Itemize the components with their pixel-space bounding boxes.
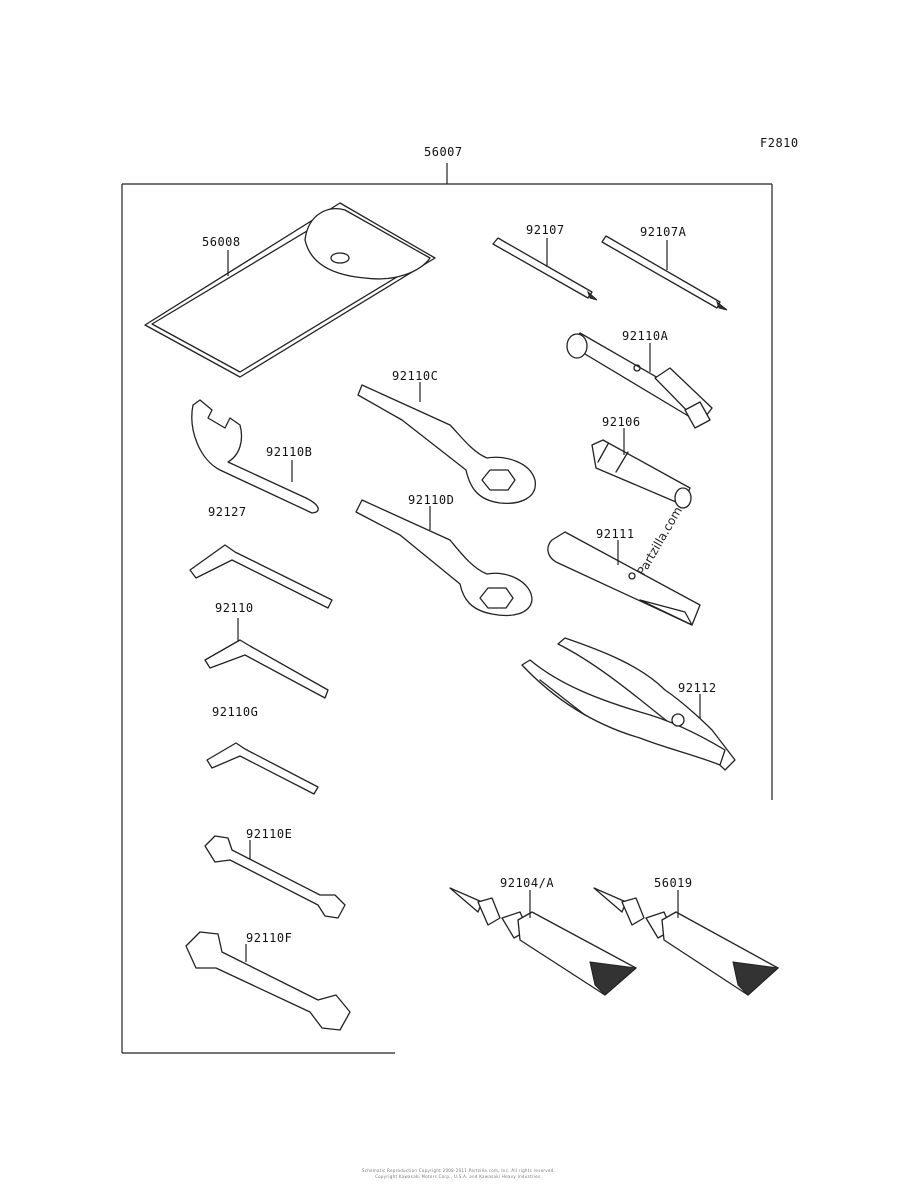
sealant-tube-56019 <box>593 887 780 996</box>
screwdriver-92107A <box>601 235 728 311</box>
part-label-56008: 56008 <box>202 235 241 249</box>
part-label-92106: 92106 <box>602 415 641 429</box>
part-label-56019: 56019 <box>654 876 693 890</box>
part-label-92127: 92127 <box>208 505 247 519</box>
part-label-92112: 92112 <box>678 681 717 695</box>
tool-pouch <box>144 202 436 378</box>
part-label-92104A: 92104/A <box>500 876 554 890</box>
sealant-tube-92104A <box>449 887 638 996</box>
footer-line-2: Copyright Kawasaki Motors Corp., U.S.A. … <box>375 1174 542 1179</box>
socket-92106 <box>591 439 692 509</box>
hex-key-92110G <box>206 742 319 795</box>
part-label-92110G: 92110G <box>212 705 258 719</box>
screwdriver-92107 <box>492 237 598 301</box>
part-label-92107: 92107 <box>526 223 565 237</box>
part-label-92110A: 92110A <box>622 329 669 343</box>
socket-wrench-92110A <box>566 332 713 429</box>
part-label-92111: 92111 <box>596 527 635 541</box>
hex-key-92110 <box>204 639 329 699</box>
ring-spanner-92110D <box>355 499 533 617</box>
footer-line-1: Schematic Reproduction Copyright 2008-20… <box>361 1168 556 1173</box>
pliers-92112 <box>521 637 736 771</box>
ring-spanner-92110C <box>357 384 536 504</box>
kit-part-label: 56007 <box>424 145 463 159</box>
part-label-92110F: 92110F <box>246 931 292 945</box>
figure-code: F2810 <box>760 136 799 150</box>
kit-frame <box>121 163 773 1054</box>
part-label-92107A: 92107A <box>640 225 687 239</box>
hex-key-92127 <box>189 544 333 609</box>
part-label-92110E: 92110E <box>246 827 292 841</box>
open-spanner-92110F <box>185 931 351 1031</box>
open-spanner-92110E <box>204 835 346 919</box>
part-label-92110C: 92110C <box>392 369 438 383</box>
part-label-92110D: 92110D <box>408 493 454 507</box>
hook-spanner-92110B <box>191 399 319 514</box>
part-label-92110B: 92110B <box>266 445 312 459</box>
part-label-92110: 92110 <box>215 601 254 615</box>
handle-92111 <box>547 531 701 626</box>
